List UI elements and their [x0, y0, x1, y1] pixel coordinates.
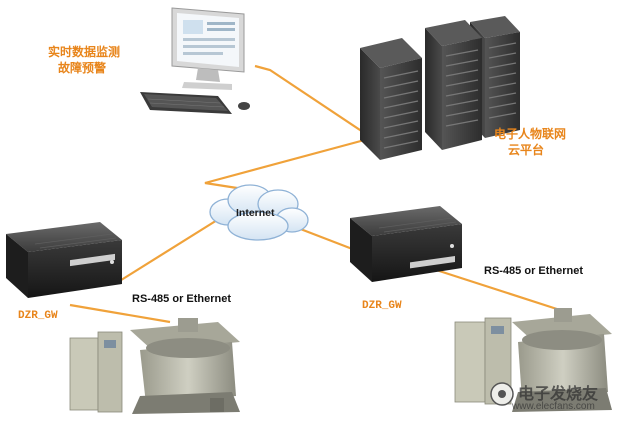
server-tower	[425, 20, 482, 150]
furnace-equipment-left	[69, 318, 240, 414]
monitor-label-line2: 故障预警	[58, 61, 107, 75]
elecfans-logo-icon	[490, 382, 514, 406]
link-monitor-to-backbone	[254, 64, 373, 139]
link-backbone-to-internet	[204, 136, 373, 192]
connection-lines	[69, 64, 561, 324]
monitoring-computer	[140, 7, 250, 114]
gateway-device-right	[350, 206, 462, 282]
watermark-name: 电子发烧友	[518, 384, 599, 403]
gateway-label-left: DZR_GW	[18, 310, 58, 322]
link-internet-to-left-gateway	[117, 211, 231, 283]
link-left-gateway-to-furnace	[69, 303, 171, 324]
monitor-label-line1: 实时数据监测	[48, 45, 121, 59]
gateway-device-left	[6, 222, 122, 298]
cloud-platform-label-line1: 电子人物联网	[494, 127, 567, 141]
link-label-right: RS-485 or Ethernet	[484, 265, 584, 277]
cloud-platform-label: 电子人物联网 云平台	[494, 126, 566, 158]
internet-label: Internet	[236, 207, 275, 219]
link-right-gateway-to-furnace	[429, 266, 561, 312]
monitor-label: 实时数据监测 故障预警	[48, 44, 120, 76]
gateway-label-right: DZR_GW	[362, 300, 402, 312]
link-label-left: RS-485 or Ethernet	[132, 293, 232, 305]
watermark-url: www.elecfans.com	[512, 401, 595, 412]
cloud-platform-label-line2: 云平台	[508, 143, 545, 157]
internet-cloud	[209, 184, 309, 241]
cloud-server-cluster	[360, 16, 520, 160]
server-tower	[360, 38, 422, 160]
